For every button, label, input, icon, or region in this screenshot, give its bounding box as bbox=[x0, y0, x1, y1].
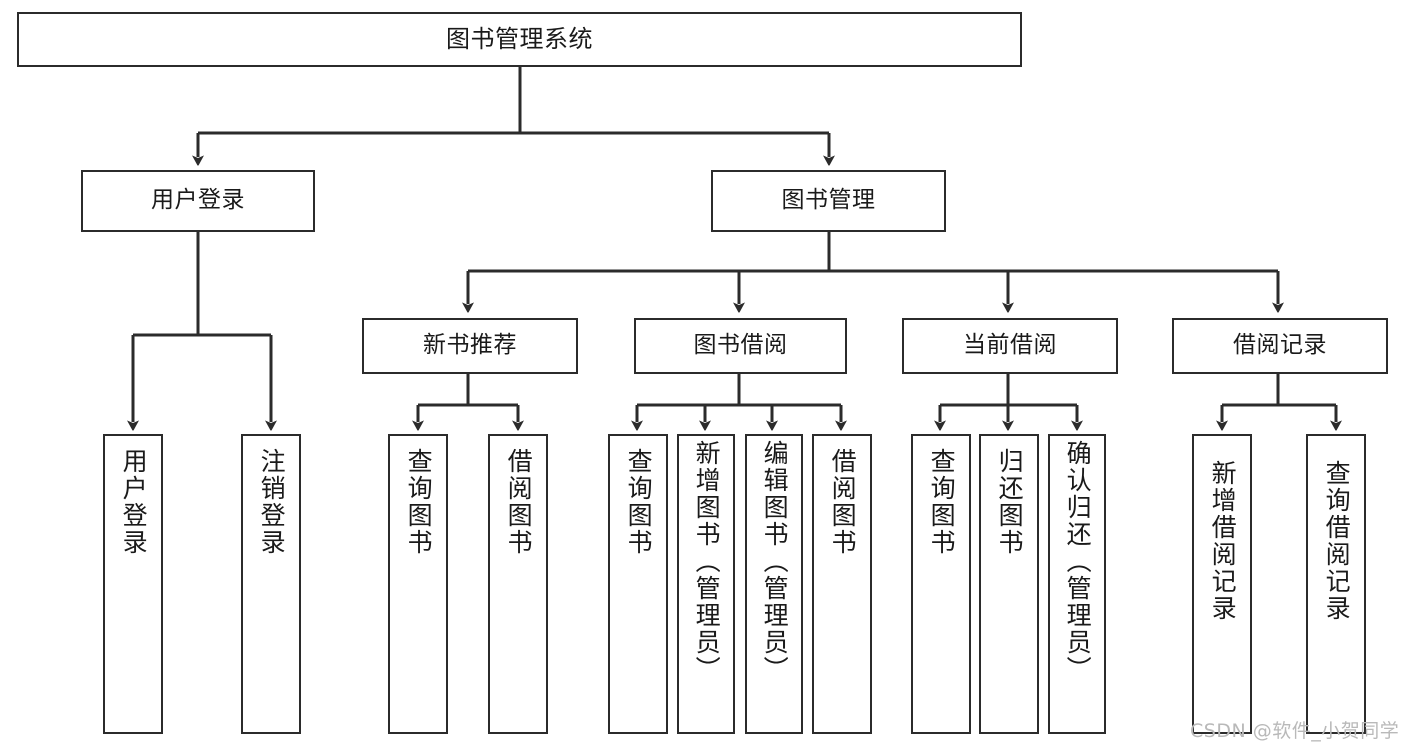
node-label: 借阅图书 bbox=[828, 448, 858, 556]
node-label: 图书借阅 bbox=[693, 332, 788, 359]
node-label: 新增图书（管理员） bbox=[692, 440, 722, 683]
node-label: 图书管理 bbox=[781, 187, 876, 214]
node-label: 用户登录 bbox=[119, 448, 149, 556]
node-leaf-edit-book-admin[interactable]: 编辑图书（管理员） bbox=[745, 434, 803, 734]
node-new-book-recommend[interactable]: 新书推荐 bbox=[362, 318, 578, 374]
node-book-borrow[interactable]: 图书借阅 bbox=[634, 318, 847, 374]
node-label: 图书管理系统 bbox=[446, 25, 593, 54]
node-label: 查询图书 bbox=[624, 448, 654, 556]
node-label: 编辑图书（管理员） bbox=[760, 440, 790, 683]
node-leaf-query-book-2[interactable]: 查询图书 bbox=[608, 434, 668, 734]
watermark-text: CSDN @软件_小贺同学 bbox=[1190, 720, 1400, 742]
node-label: 确认归还（管理员） bbox=[1063, 440, 1093, 683]
node-label: 借阅图书 bbox=[504, 448, 534, 556]
node-leaf-confirm-return-admin[interactable]: 确认归还（管理员） bbox=[1048, 434, 1106, 734]
node-label: 借阅记录 bbox=[1233, 332, 1327, 359]
node-book-manage[interactable]: 图书管理 bbox=[711, 170, 946, 232]
node-borrow-record[interactable]: 借阅记录 bbox=[1172, 318, 1388, 374]
node-label: 查询图书 bbox=[404, 448, 434, 556]
node-label: 查询图书 bbox=[927, 448, 957, 556]
node-label: 新增借阅记录 bbox=[1208, 460, 1238, 622]
node-leaf-user-login[interactable]: 用户登录 bbox=[103, 434, 163, 734]
node-user-login[interactable]: 用户登录 bbox=[81, 170, 315, 232]
node-label: 查询借阅记录 bbox=[1322, 460, 1352, 622]
node-leaf-add-book-admin[interactable]: 新增图书（管理员） bbox=[677, 434, 735, 734]
node-leaf-borrow-book-2[interactable]: 借阅图书 bbox=[812, 434, 872, 734]
node-current-borrow[interactable]: 当前借阅 bbox=[902, 318, 1118, 374]
node-label: 当前借阅 bbox=[963, 332, 1057, 359]
node-label: 用户登录 bbox=[151, 187, 245, 214]
node-leaf-logout-login[interactable]: 注销登录 bbox=[241, 434, 301, 734]
node-label: 注销登录 bbox=[257, 448, 287, 556]
node-leaf-query-book-3[interactable]: 查询图书 bbox=[911, 434, 971, 734]
node-leaf-return-book[interactable]: 归还图书 bbox=[979, 434, 1039, 734]
node-leaf-add-borrow-record[interactable]: 新增借阅记录 bbox=[1192, 434, 1252, 734]
node-leaf-borrow-book-1[interactable]: 借阅图书 bbox=[488, 434, 548, 734]
node-leaf-query-book-1[interactable]: 查询图书 bbox=[388, 434, 448, 734]
node-label: 归还图书 bbox=[995, 448, 1025, 556]
node-label: 新书推荐 bbox=[423, 332, 517, 359]
node-leaf-query-borrow-record[interactable]: 查询借阅记录 bbox=[1306, 434, 1366, 734]
node-root-book-management-system[interactable]: 图书管理系统 bbox=[17, 12, 1022, 67]
